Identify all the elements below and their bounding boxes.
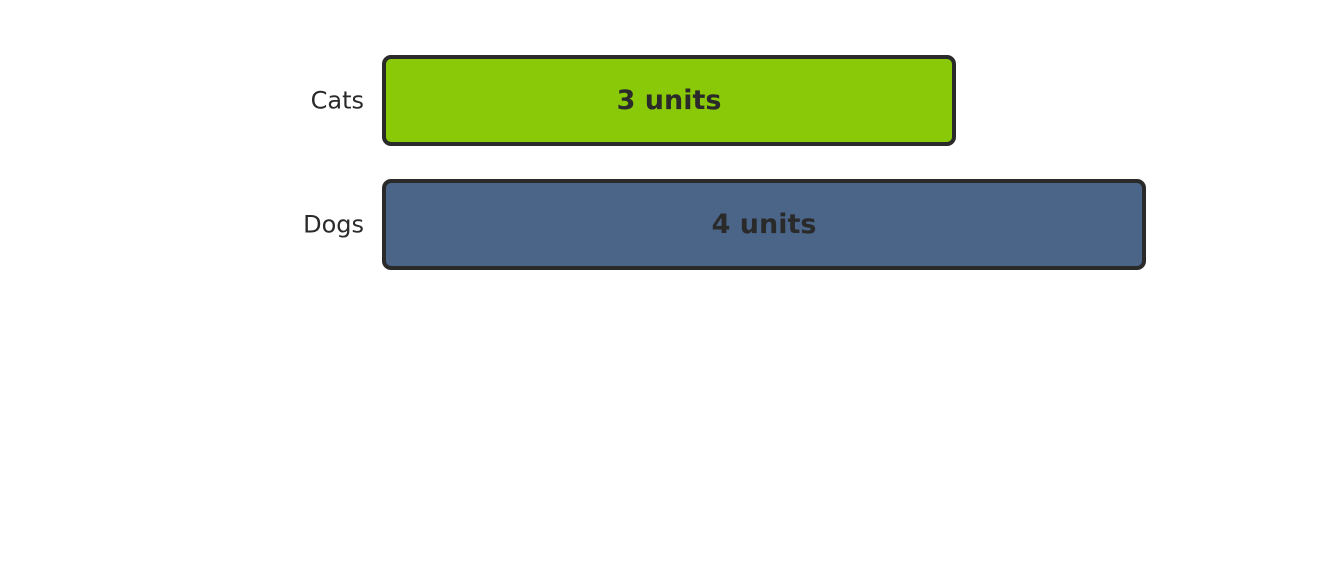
bar-dogs <box>382 179 1146 270</box>
category-label-dogs: Dogs <box>303 211 364 239</box>
category-label-cats: Cats <box>311 87 364 115</box>
value-label-dogs: 4 units <box>712 209 817 240</box>
bar-cats <box>382 55 956 146</box>
value-label-cats: 3 units <box>617 85 722 116</box>
